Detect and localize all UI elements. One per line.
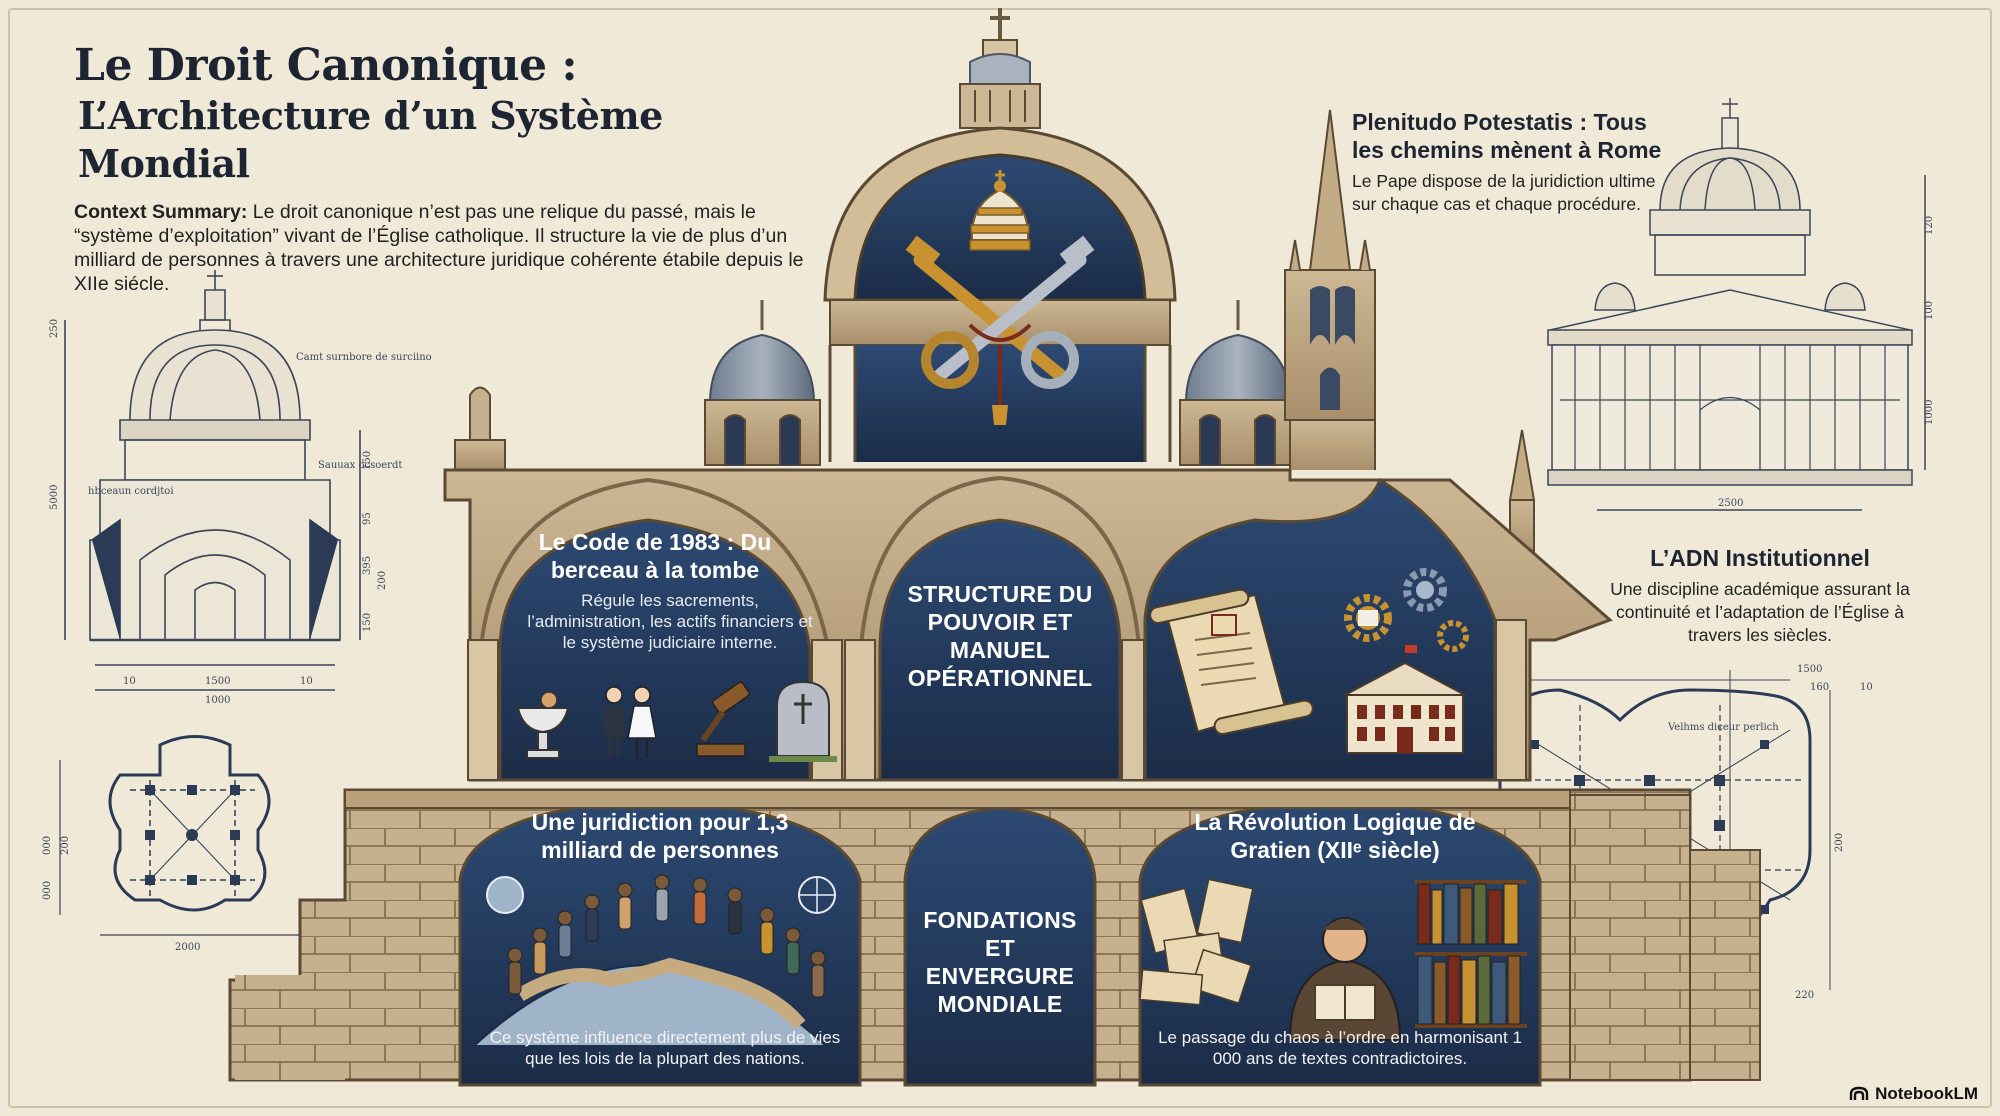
gratien-caption: Le passage du chaos à l’ordre en harmoni… [1158,1028,1522,1068]
structure-label: STRUCTURE DU POUVOIR ET MANUEL OPÉRATION… [907,581,1093,691]
svg-text:200: 200 [377,571,388,590]
left-small-dome [704,300,821,466]
svg-text:95: 95 [362,512,373,525]
scroll-icon [1149,588,1314,736]
svg-text:150: 150 [362,451,373,470]
right-blueprint-elevation [1547,98,1926,511]
svg-text:200: 200 [1834,833,1845,852]
svg-text:395: 395 [362,556,373,575]
jurisdiction-title: Une juridiction pour 1,3 milliard de per… [531,809,789,863]
plenitudo-note: Plenitudo Potestatis : Tous les chemins … [1352,108,1682,216]
brand-name: NotebookLM [1875,1084,1978,1103]
context-text: Le droit canonique n’est pas une relique… [74,201,804,295]
page-subtitle: L’Architecture d’un Système Mondial [78,93,663,186]
svg-text:2000: 2000 [175,942,200,953]
svg-text:000: 000 [42,881,53,900]
svg-text:10: 10 [1860,682,1873,693]
page-title: Le Droit Canonique : [74,40,578,91]
svg-text:10: 10 [300,676,313,687]
svg-text:1500: 1500 [1797,664,1822,675]
adn-text: Une discipline académique assurant la co… [1610,579,1910,645]
upper-arcade [443,419,1613,782]
adn-title: L’ADN Institutionnel [1650,545,1870,571]
title-block: Le Droit Canonique : L’Architecture d’un… [74,40,834,296]
left-blueprint-elevation-labels: 250 5000 Camt surnbore de surciino hbcea… [49,319,432,706]
bookshelf-icon [1415,880,1527,1028]
context-summary: Context Summary: Le droit canonique n’es… [74,200,834,296]
right-blueprint-plan-labels: 1500 160 10 200 220 Velhms diceur perlic… [1667,664,1873,1001]
monk-reading-icon [1288,917,1402,1041]
people-ring [486,874,836,998]
svg-text:120: 120 [1924,216,1935,235]
notebooklm-brand[interactable]: NotebookLM [1849,1084,1978,1104]
svg-text:2500: 2500 [1718,498,1743,509]
svg-text:hbceaun cordjtoi: hbceaun cordjtoi [88,486,174,497]
crossed-keys-icon [905,235,1095,425]
svg-text:200: 200 [60,836,71,855]
notebooklm-logo-icon [1849,1086,1869,1100]
jurisdiction-caption: Ce système influence directement plus de… [489,1028,841,1068]
svg-text:1000: 1000 [205,695,230,706]
adn-note: L’ADN Institutionnel Une discipline acad… [1610,544,1910,647]
gravestone-icon [769,680,837,762]
globe-icon [474,957,826,1046]
left-blueprint-plan [59,735,300,936]
couple-icon [604,686,657,758]
svg-text:Camt surnbore de surciino: Camt surnbore de surciino [296,352,432,363]
plenitudo-title: Plenitudo Potestatis : Tous les chemins … [1352,109,1662,163]
svg-text:5000: 5000 [49,485,60,510]
plenitudo-text: Le Pape dispose de la juridiction ultime… [1352,171,1656,214]
papal-tiara-icon [969,170,1031,251]
baptismal-font-icon [516,691,570,759]
right-blueprint-elevation-labels: 2500 120 100 1000 [1718,216,1935,509]
svg-text:150: 150 [362,613,373,632]
gears-icon [1344,568,1469,652]
left-blueprint-elevation [64,270,361,691]
fondations-label: FONDATIONS ET ENVERGURE MONDIALE [923,907,1077,1017]
svg-text:220: 220 [1795,990,1814,1001]
svg-text:100: 100 [1924,301,1935,320]
svg-text:000: 000 [42,836,53,855]
small-right-spire [1508,429,1536,561]
svg-text:160: 160 [1810,682,1829,693]
left-blueprint-plan-labels: 2000 000 200 000 [42,836,200,953]
papers-pile-icon [1139,878,1254,1006]
svg-text:1000: 1000 [1924,400,1935,425]
code-1983-title: Le Code de 1983 : Du berceau à la tombe [538,529,772,583]
statue-left [454,386,506,471]
gratien-title: La Révolution Logique de Gratien (XIIᵉ s… [1194,809,1476,863]
context-label: Context Summary: [74,201,248,223]
svg-text:250: 250 [49,319,60,338]
svg-text:Velhms diceur perlich: Velhms diceur perlich [1667,722,1779,733]
gothic-spire [1284,109,1376,421]
svg-text:10: 10 [123,676,136,687]
gavel-icon [696,681,750,757]
svg-text:1500: 1500 [205,676,230,687]
svg-text:Sauuax ocsoerdt: Sauuax ocsoerdt [318,460,402,471]
institution-building-icon [1344,645,1466,754]
code-1983-text: Régule les sacrements, l’administration,… [527,591,813,652]
right-small-dome [1179,300,1296,466]
